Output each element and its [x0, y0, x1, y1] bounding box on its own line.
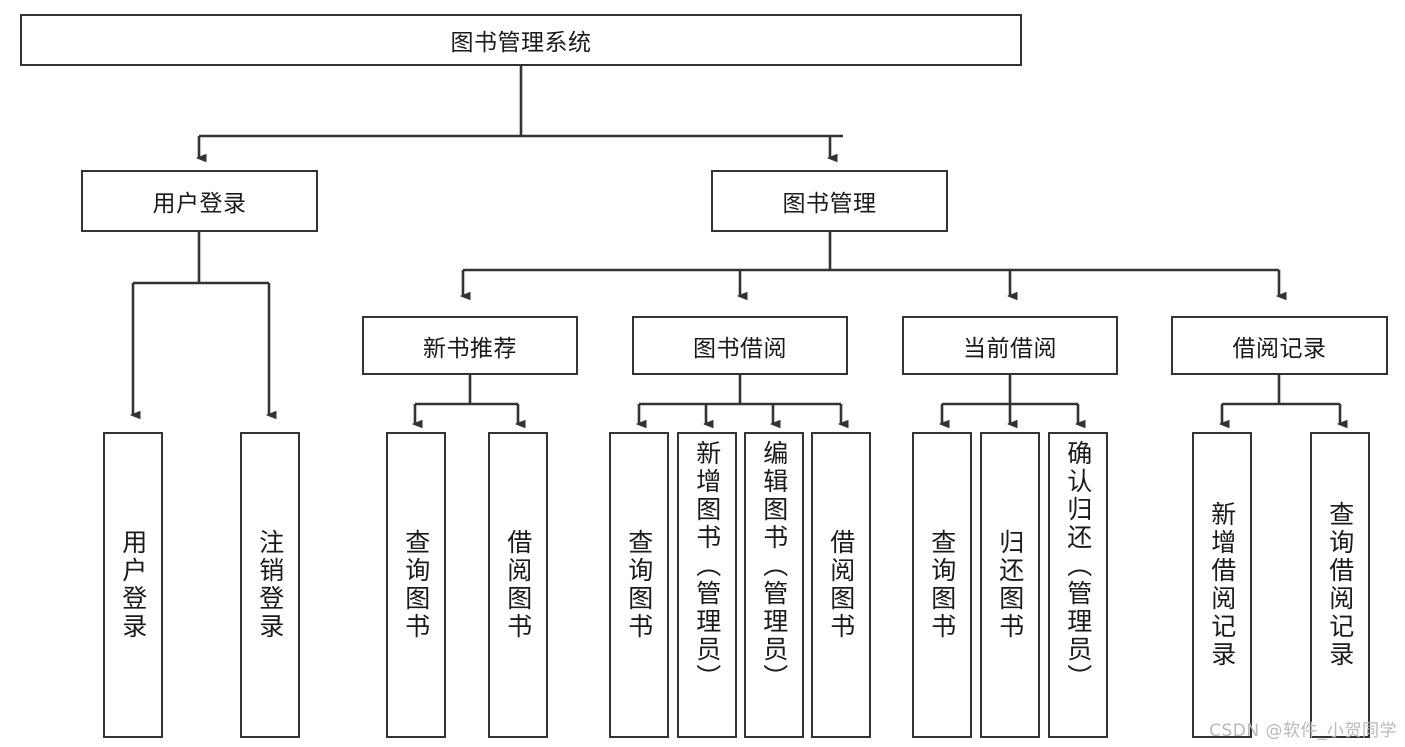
- node-current-borrowing[interactable]: 当前借阅: [902, 316, 1118, 375]
- node-label: 归还图书: [995, 529, 1025, 641]
- node-user-login[interactable]: 用户登录: [81, 170, 318, 232]
- node-leaf-query-book-2[interactable]: 查询图书: [609, 432, 669, 738]
- node-label: 当前借阅: [963, 335, 1057, 362]
- node-borrowing-record[interactable]: 借阅记录: [1171, 316, 1388, 375]
- node-leaf-add-borrow-record[interactable]: 新增借阅记录: [1192, 432, 1252, 738]
- node-leaf-query-book-1[interactable]: 查询图书: [386, 432, 446, 738]
- node-label: 确认归还（管理员）: [1063, 440, 1093, 692]
- node-label: 注销登录: [255, 529, 285, 641]
- node-leaf-query-borrow-record[interactable]: 查询借阅记录: [1310, 432, 1370, 738]
- node-label: 借阅图书: [826, 529, 856, 641]
- node-book-borrowing[interactable]: 图书借阅: [632, 316, 848, 375]
- node-leaf-edit-book-admin[interactable]: 编辑图书（管理员）: [744, 432, 804, 738]
- node-label: 用户登录: [152, 191, 247, 217]
- node-leaf-borrow-book-1[interactable]: 借阅图书: [488, 432, 548, 738]
- node-label: 查询图书: [927, 529, 957, 641]
- node-label: 图书借阅: [693, 335, 787, 362]
- node-root-book-management-system[interactable]: 图书管理系统: [20, 14, 1022, 66]
- node-leaf-return-book[interactable]: 归还图书: [980, 432, 1040, 738]
- node-leaf-logout[interactable]: 注销登录: [240, 432, 300, 738]
- node-label: 查询图书: [401, 529, 431, 641]
- node-label: 图书管理系统: [450, 30, 592, 56]
- node-label: 新书推荐: [423, 335, 517, 362]
- node-leaf-add-book-admin[interactable]: 新增图书（管理员）: [677, 432, 737, 738]
- node-label: 查询借阅记录: [1325, 501, 1355, 669]
- node-label: 借阅图书: [503, 529, 533, 641]
- node-leaf-query-book-3[interactable]: 查询图书: [912, 432, 972, 738]
- node-label: 查询图书: [624, 529, 654, 641]
- node-label: 用户登录: [118, 529, 148, 641]
- node-label: 新增借阅记录: [1207, 501, 1237, 669]
- node-label: 借阅记录: [1232, 335, 1327, 362]
- node-leaf-user-login[interactable]: 用户登录: [103, 432, 163, 738]
- watermark-text: CSDN @软件_小贺同学: [1209, 721, 1397, 741]
- node-leaf-confirm-return-admin[interactable]: 确认归还（管理员）: [1048, 432, 1108, 738]
- node-leaf-borrow-book-2[interactable]: 借阅图书: [811, 432, 871, 738]
- node-label: 编辑图书（管理员）: [759, 440, 789, 692]
- node-label: 图书管理: [782, 191, 877, 217]
- node-new-book-recommendation[interactable]: 新书推荐: [362, 316, 578, 375]
- node-book-management[interactable]: 图书管理: [711, 170, 948, 232]
- node-label: 新增图书（管理员）: [692, 440, 722, 692]
